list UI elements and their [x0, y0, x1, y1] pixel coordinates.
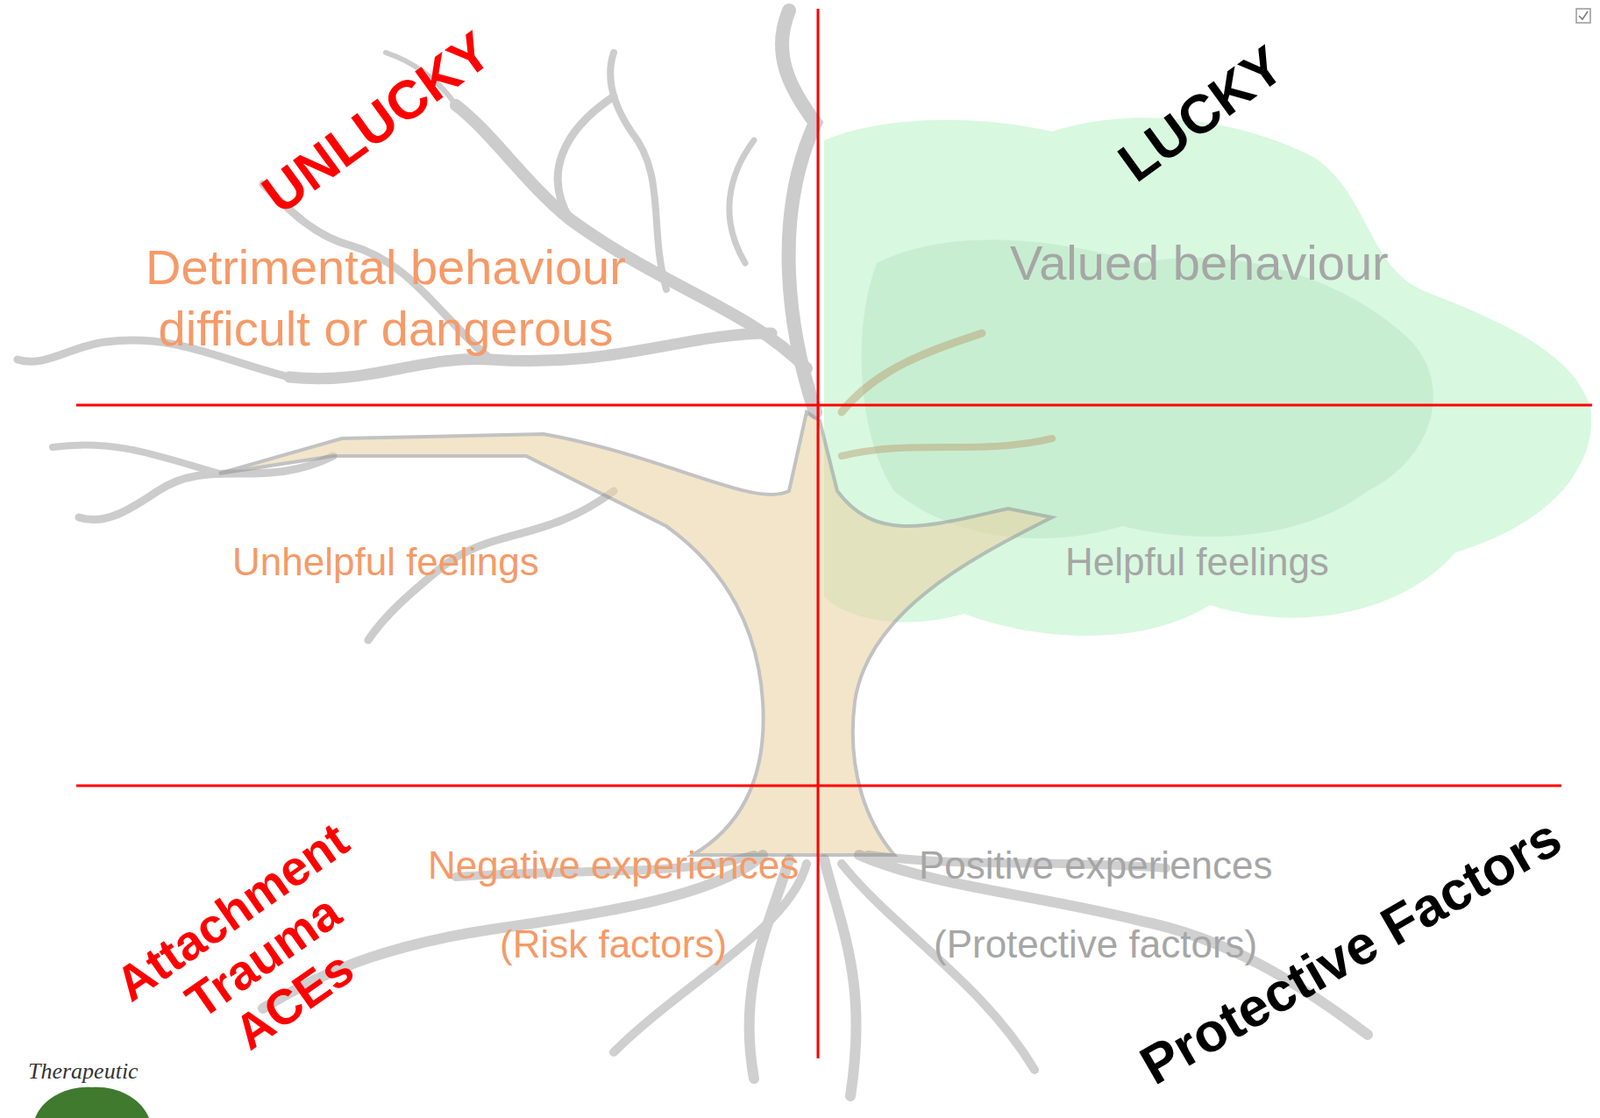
label-holder: UNLUCKY	[250, 19, 503, 227]
label-holder: Valued behaviour	[1009, 234, 1389, 292]
quadrant-text: Negative experiences	[427, 843, 799, 889]
grid-line	[817, 8, 820, 1059]
quadrant-text: Valued behaviour	[1009, 234, 1389, 292]
label-holder: LUCKY	[1106, 33, 1295, 194]
tree-branches-part	[841, 438, 1053, 456]
logo-text: Therapeutic	[28, 1058, 139, 1085]
tree-roots-part	[841, 863, 1035, 1070]
label-holder: Unhelpful feelings	[232, 540, 540, 585]
label-holder: Negative experiences	[427, 843, 799, 889]
stamp-label: UNLUCKY	[250, 19, 503, 227]
checkbox-icon	[1576, 8, 1591, 23]
label-holder: (Risk factors)	[499, 922, 727, 968]
tree-branches-part	[78, 455, 334, 520]
label-holder: Attachment Trauma ACEs	[94, 803, 432, 1108]
tree-roots-part	[749, 859, 790, 1079]
checkbox-icon-part	[1576, 8, 1591, 23]
tree-branches-part	[841, 333, 982, 413]
checkbox-icon-part	[1578, 11, 1588, 20]
grid-line	[76, 784, 1562, 788]
stamp-label: Attachment Trauma ACEs	[94, 803, 432, 1108]
label-holder: Helpful feelings	[1065, 540, 1330, 585]
logo-tree	[35, 1087, 150, 1118]
stamp-label: LUCKY	[1106, 33, 1295, 194]
label-holder: Positive experiences	[918, 843, 1273, 889]
tree-branches-part	[729, 140, 754, 264]
quadrant-text: Unhelpful feelings	[232, 540, 540, 585]
tree-trunk	[219, 412, 1053, 855]
label-holder: (Protective factors)	[933, 922, 1258, 968]
grid-line	[76, 404, 1593, 407]
quadrant-text: Helpful feelings	[1065, 540, 1330, 585]
quadrant-text: (Protective factors)	[933, 922, 1258, 968]
tree-roots-part	[824, 859, 857, 1096]
label-holder: Therapeutic	[28, 1058, 139, 1085]
tree-branches-part	[557, 96, 614, 220]
tree-branches-part	[52, 444, 220, 474]
quadrant-text: Positive experiences	[918, 843, 1273, 889]
logo-tree-part	[35, 1087, 150, 1118]
label-holder: Detrimental behaviour difficult or dange…	[87, 236, 684, 360]
quadrant-text: Detrimental behaviour difficult or dange…	[87, 236, 684, 360]
quadrant-text: (Risk factors)	[499, 922, 727, 968]
